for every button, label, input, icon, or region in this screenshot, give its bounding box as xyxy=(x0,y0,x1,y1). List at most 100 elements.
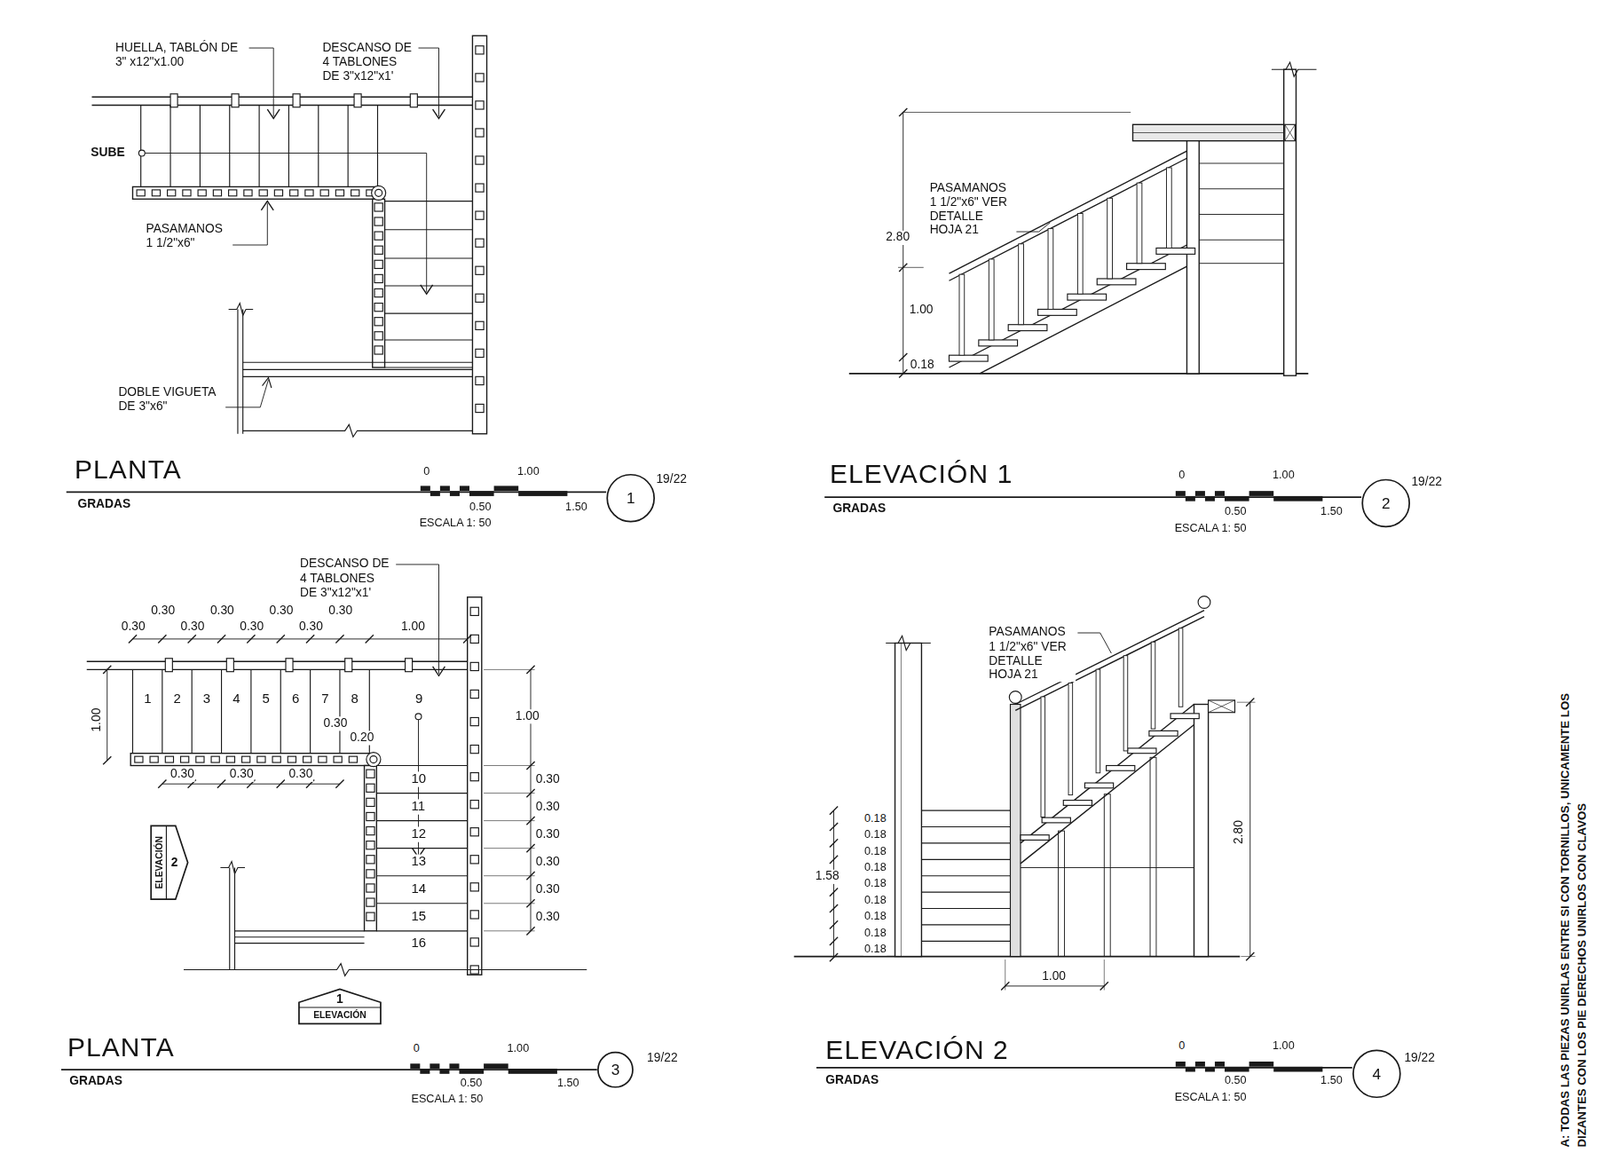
scale-number: 0.50 xyxy=(1223,504,1248,518)
break-line xyxy=(243,424,473,437)
step-number: 3 xyxy=(202,692,213,708)
scale-bar xyxy=(1273,1066,1323,1072)
scale-bar xyxy=(1214,1061,1225,1067)
baluster xyxy=(165,756,174,763)
scale-bar xyxy=(420,485,431,491)
tread-line xyxy=(385,312,473,314)
tread xyxy=(1008,324,1048,332)
dimension-label: 0.30 xyxy=(535,910,561,925)
joist-line xyxy=(235,942,365,944)
direction-line xyxy=(144,152,426,154)
leader-line xyxy=(1077,632,1100,634)
step-number: 15 xyxy=(409,909,427,925)
scale-bar xyxy=(483,1063,509,1069)
wall xyxy=(1284,69,1297,376)
joist-line xyxy=(235,936,365,938)
dimension-tick xyxy=(898,108,907,117)
tread-line xyxy=(140,104,142,187)
railing-post xyxy=(354,94,362,108)
tread xyxy=(1096,278,1136,285)
dimension-label: 0.30 xyxy=(535,827,561,843)
dimension-label: 2.80 xyxy=(884,230,911,245)
newel-post xyxy=(1010,704,1022,957)
dimension-tick xyxy=(276,780,285,789)
dimension-line xyxy=(1249,701,1251,956)
beam-cross xyxy=(1284,124,1296,141)
step-number: 12 xyxy=(409,827,427,843)
dimension-label: 0.30 xyxy=(322,716,348,731)
dimension-tick xyxy=(188,634,197,643)
tread xyxy=(1127,748,1157,754)
tread-line xyxy=(132,669,134,753)
dimension-tick xyxy=(898,369,907,378)
extension-line xyxy=(483,669,536,670)
wall-post xyxy=(475,73,484,82)
marker-divider xyxy=(165,825,167,899)
dimension-tick xyxy=(898,353,907,362)
step-number: 11 xyxy=(409,798,426,814)
baluster xyxy=(366,898,375,907)
dimension-tick xyxy=(829,888,838,897)
handrail xyxy=(130,753,371,766)
view-subtitle: GRADAS xyxy=(824,1073,880,1088)
step-number: 5 xyxy=(260,692,271,708)
callout-text: DESCANSO DE 4 TABLONES DE 3"x12"x1' xyxy=(299,557,395,600)
callout-text: PASAMANOS 1 1/2"x6" VER DETALLE HOJA 21 xyxy=(929,181,1017,238)
dimension-label: 0.30 xyxy=(209,604,236,619)
dimension-label: 0.18 xyxy=(863,925,888,939)
wall-post xyxy=(475,321,484,330)
baluster xyxy=(287,756,296,763)
baluster xyxy=(351,189,360,197)
dimension-label: 0.30 xyxy=(120,619,147,634)
dimension-tick xyxy=(463,634,472,643)
step-number: 6 xyxy=(291,692,301,708)
direction-line xyxy=(425,153,427,292)
leader-line xyxy=(1039,222,1051,232)
tread-line xyxy=(385,366,473,368)
tread-line xyxy=(309,669,311,753)
stringer xyxy=(979,266,1187,374)
wall-post xyxy=(470,882,479,891)
title-line xyxy=(816,1066,1353,1069)
step-number: 13 xyxy=(409,854,427,870)
dimension-tick xyxy=(365,634,374,643)
baluster xyxy=(374,331,383,340)
beam-cross xyxy=(1208,700,1236,713)
railing-post xyxy=(231,94,239,108)
railing-post xyxy=(345,658,353,672)
dimension-label: 0.18 xyxy=(863,892,888,907)
dimension-label: 0.18 xyxy=(863,843,888,858)
callout-text: HUELLA, TABLÓN DE 3" x12"x1.00 xyxy=(114,40,250,70)
view-number: 1 xyxy=(606,488,655,508)
dimension-tick xyxy=(829,904,838,913)
sheet-reference: 19/22 xyxy=(1410,475,1443,490)
tread-line xyxy=(250,669,252,753)
scale-bar xyxy=(449,490,460,497)
tread-line xyxy=(376,874,467,876)
wall-board xyxy=(1198,213,1284,215)
baluster xyxy=(318,756,327,763)
baluster xyxy=(211,756,220,763)
newel-cap xyxy=(1198,596,1211,609)
marker-label: ELEVACIÓN xyxy=(298,1008,382,1021)
tread-line xyxy=(921,891,1010,893)
extension-line xyxy=(483,847,536,849)
scale-caption: ESCALA 1: 50 xyxy=(1174,1089,1248,1104)
scale-bar xyxy=(1175,1061,1186,1067)
view-title: PLANTA xyxy=(73,455,183,486)
tread xyxy=(1038,308,1078,316)
break-line xyxy=(1271,62,1317,77)
baluster xyxy=(1048,228,1054,310)
view-subtitle: GRADAS xyxy=(68,1074,124,1089)
dimension-tick xyxy=(157,780,166,789)
dimension-label: 0.18 xyxy=(863,811,888,825)
baluster xyxy=(1136,182,1143,264)
wall xyxy=(895,643,923,957)
scale-number: 1.00 xyxy=(1271,1039,1296,1053)
baluster xyxy=(374,317,383,326)
dimension-tick xyxy=(829,838,838,847)
dimension-label: 0.18 xyxy=(863,909,888,923)
tread xyxy=(1149,730,1178,736)
